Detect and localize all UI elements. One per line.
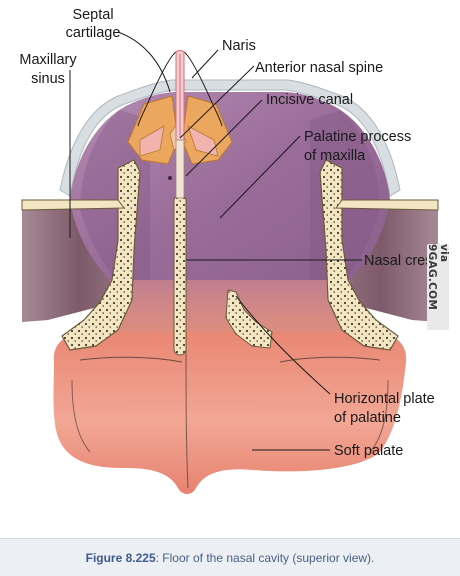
nasal-crest-shape bbox=[173, 194, 187, 356]
incisive-canal-leader bbox=[185, 99, 263, 177]
figure-caption: Figure 8.225: Floor of the nasal cavity … bbox=[0, 538, 460, 576]
incisive-canal-label: Incisive canal bbox=[266, 92, 353, 108]
septal-cartilage-label-line2: cartilage bbox=[66, 25, 121, 41]
right-naris-outline bbox=[183, 51, 223, 127]
palatine-process-label-line2: of maxilla bbox=[304, 148, 366, 164]
left-naris-outline bbox=[137, 51, 177, 127]
watermark-badge: via 9GAG.COM bbox=[426, 244, 450, 330]
horizontal-plate-label-line1: Horizontal plate bbox=[334, 391, 435, 407]
soft-palate-fold-3 bbox=[71, 379, 91, 453]
horizontal-plate-leader bbox=[235, 295, 331, 395]
teeth-ridge bbox=[59, 79, 401, 197]
anterior-nasal-spine-leader bbox=[179, 65, 255, 139]
anterior-nasal-spine-label: Anterior nasal spine bbox=[255, 60, 383, 76]
soft-palate-fold-4 bbox=[369, 379, 389, 453]
right-sinus-wall bbox=[335, 199, 439, 211]
septal-cartilage-leader bbox=[117, 31, 171, 93]
naris-leader bbox=[191, 49, 219, 79]
left-sinus-wall bbox=[21, 199, 125, 211]
nasal-crest-label: Nasal crest bbox=[364, 253, 437, 269]
vomer-line bbox=[175, 139, 185, 199]
septal-cartilage-label-line1: Septal bbox=[72, 7, 113, 23]
soft-palate-label: Soft palate bbox=[334, 443, 403, 459]
soft-palate-midline bbox=[185, 339, 189, 489]
palatine-process-leader bbox=[219, 135, 301, 219]
left-pink-cartilage bbox=[139, 125, 165, 157]
right-alar-cartilage bbox=[181, 95, 233, 165]
palatine-process-label-line1: Palatine process bbox=[304, 129, 411, 145]
watermark-text: via 9GAG.COM bbox=[426, 244, 450, 311]
figure-number: Figure 8.225 bbox=[85, 550, 156, 565]
caption-text: : Floor of the nasal cavity (superior vi… bbox=[155, 550, 375, 565]
soft-palate-fold-2 bbox=[279, 356, 381, 363]
maxillary-sinus-label-line1: Maxillary bbox=[19, 52, 77, 68]
soft-palate-fold-1 bbox=[79, 356, 183, 363]
incisive-canal-opening bbox=[168, 176, 172, 180]
horizontal-plate-label-line2: of palatine bbox=[334, 410, 401, 426]
maxillary-sinus-label-line2: sinus bbox=[31, 71, 65, 87]
soft-palate-shape bbox=[53, 331, 407, 494]
right-pink-cartilage bbox=[187, 125, 219, 157]
naris-label: Naris bbox=[222, 38, 256, 54]
nasal-floor-figure: Septal cartilage Maxillary sinus Naris A… bbox=[19, 7, 439, 494]
anatomy-illustration: Septal cartilage Maxillary sinus Naris A… bbox=[19, 7, 439, 494]
